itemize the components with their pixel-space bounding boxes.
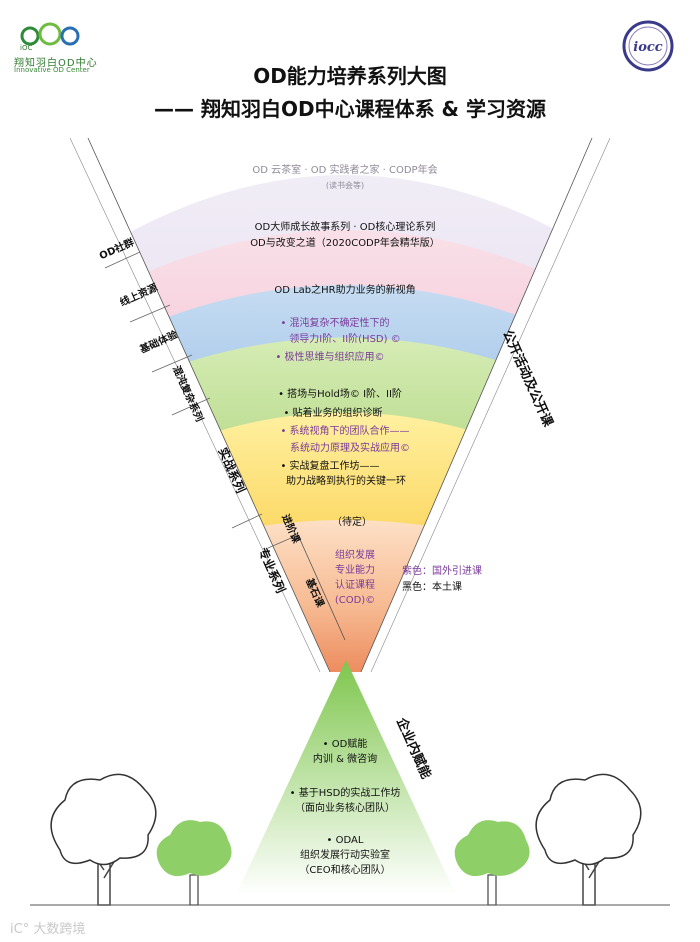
band-chaos-line1: • 混沌复杂不确定性下的: [280, 316, 389, 329]
triangle-item3-line3: （CEO和核心团队）: [299, 863, 390, 876]
logo-left: iOC: [20, 24, 78, 52]
label-basic: 基础体验: [137, 327, 181, 356]
page-subtitle: —— 翔知羽白OD中心课程体系 & 学习资源: [0, 93, 700, 122]
band-foundation-line4: (COD)©: [335, 595, 375, 606]
legend-black: 黑色：本土课: [402, 580, 462, 593]
band-community-line2: (读书会等): [326, 180, 364, 190]
band-foundation-line1: 组织发展: [335, 548, 375, 561]
label-public: 公开活动及公开课: [499, 328, 556, 430]
logo-left-name-en: Innovative OD Center: [14, 66, 90, 74]
band-community-line1: OD 云茶室 · OD 实践者之家 · CODP年会: [252, 163, 437, 176]
band-basic-line1: OD Lab之HR助力业务的新视角: [274, 283, 415, 296]
band-advanced-line1: （待定）: [332, 515, 372, 528]
band-online-line2: OD与改变之道（2020CODP年会精华版）: [250, 236, 440, 249]
triangle-item2-line2: （面向业务核心团队）: [295, 801, 395, 814]
triangle-item3-line2: 组织发展行动实验室: [300, 848, 390, 861]
band-chaos-line2: 领导力I阶、II阶(HSD) ©: [289, 332, 400, 345]
band-online-line1: OD大师成长故事系列 · OD核心理论系列: [255, 220, 436, 233]
band-chaos-line3: • 极性思维与组织应用©: [275, 350, 384, 363]
logo-left-mark: iOC: [20, 44, 32, 52]
tree-left-small: [157, 820, 232, 905]
band-practice-line1: • 搭场与Hold场© I阶、II阶: [278, 387, 402, 400]
triangle-item1-line2: 内训 & 微咨询: [313, 752, 377, 765]
band-practice-line3: • 系统视角下的团队合作——: [280, 424, 409, 437]
band-foundation-line3: 认证课程: [335, 578, 375, 591]
band-practice-line5: • 实战复盘工作坊——: [280, 459, 379, 472]
triangle-item3-line1: • ODAL: [327, 835, 364, 846]
legend-purple: 紫色：国外引进课: [402, 564, 482, 577]
watermark: iC° 大数跨境: [10, 918, 85, 937]
band-practice-line4: 系统动力原理及实战应用©: [290, 441, 410, 454]
label-enterprise: 企业内赋能: [393, 715, 434, 782]
page-title: OD能力培养系列大图: [0, 60, 700, 89]
tree-right-large: [536, 774, 641, 905]
tree-left-large: [51, 774, 156, 905]
band-practice-line2: • 贴着业务的组织诊断: [283, 406, 382, 419]
band-practice-line6: 助力战略到执行的关键一环: [286, 474, 406, 487]
tree-right-small: [455, 820, 530, 905]
band-foundation-line2: 专业能力: [335, 563, 375, 576]
logo-right-mark: iocc: [633, 40, 663, 55]
legend: 紫色：国外引进课 黑色：本土课: [402, 564, 482, 593]
label-od-community: OD社群: [97, 235, 136, 262]
triangle-item2-line1: • 基于HSD的实战工作坊: [290, 786, 401, 799]
triangle-item1-line1: • OD赋能: [323, 737, 368, 750]
